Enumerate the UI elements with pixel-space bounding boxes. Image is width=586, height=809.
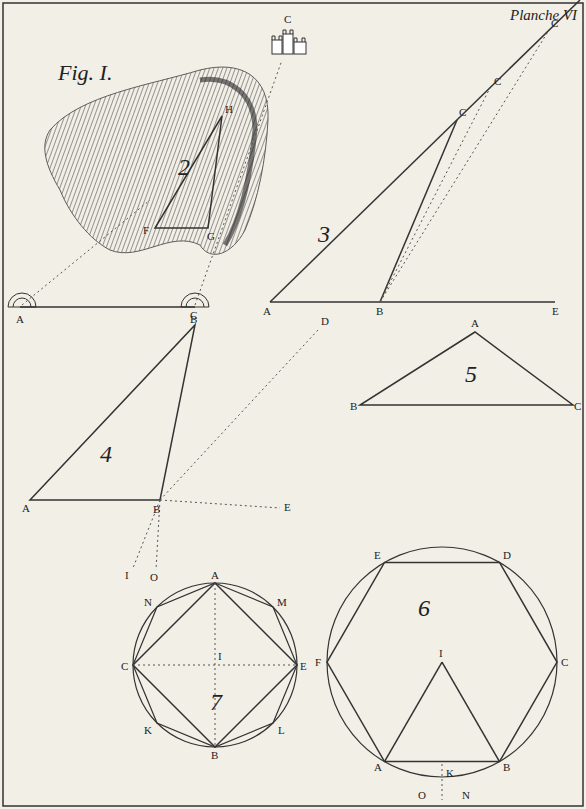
point-letter: E	[374, 550, 381, 561]
point-letter: O	[418, 790, 426, 801]
point-letter: L	[278, 725, 285, 736]
point-letter: G	[207, 231, 215, 242]
point-letter: B	[350, 401, 357, 412]
point-letter: B	[503, 762, 510, 773]
point-letter: A	[374, 762, 382, 773]
point-letter: E	[552, 306, 559, 317]
point-letter: I	[439, 648, 443, 659]
figure-number: 7	[210, 690, 222, 714]
point-letter: C	[190, 310, 197, 321]
point-letter: F	[315, 657, 321, 668]
figure-number: 3	[318, 222, 330, 246]
figure-number: 5	[465, 362, 477, 386]
point-letter: I	[125, 570, 129, 581]
point-letter: F	[143, 225, 149, 236]
point-letter: N	[462, 790, 470, 801]
point-letter: A	[263, 306, 271, 317]
point-letter: B	[376, 306, 383, 317]
point-letter: C	[561, 657, 568, 668]
point-letter: D	[503, 550, 511, 561]
point-letter: O	[150, 572, 158, 583]
figure-number: 2	[178, 155, 190, 179]
point-letter: A	[211, 570, 219, 581]
point-letter: B	[153, 504, 160, 515]
point-letter: E	[300, 661, 307, 672]
point-letter: K	[446, 768, 454, 779]
point-letter: A	[471, 318, 479, 329]
point-letter: C	[121, 661, 128, 672]
point-letter: A	[22, 503, 30, 514]
figure-title: Fig. I.	[58, 62, 112, 84]
point-letter: B	[211, 750, 218, 761]
point-letter: C	[551, 18, 558, 29]
point-letter: A	[16, 314, 24, 325]
point-letter: D	[321, 316, 329, 327]
point-letter: E	[284, 502, 291, 513]
point-letter: C	[494, 76, 501, 87]
plate-number: Planche VI	[510, 8, 577, 23]
figure-number: 4	[100, 442, 112, 466]
figure-number: 6	[418, 596, 430, 620]
point-letter: K	[144, 725, 152, 736]
point-letter: N	[144, 597, 152, 608]
point-letter: C	[574, 401, 581, 412]
point-letter: M	[277, 597, 287, 608]
point-letter: I	[218, 651, 222, 662]
point-letter: C	[284, 14, 291, 25]
point-letter: C	[459, 107, 466, 118]
point-letter: H	[225, 104, 233, 115]
